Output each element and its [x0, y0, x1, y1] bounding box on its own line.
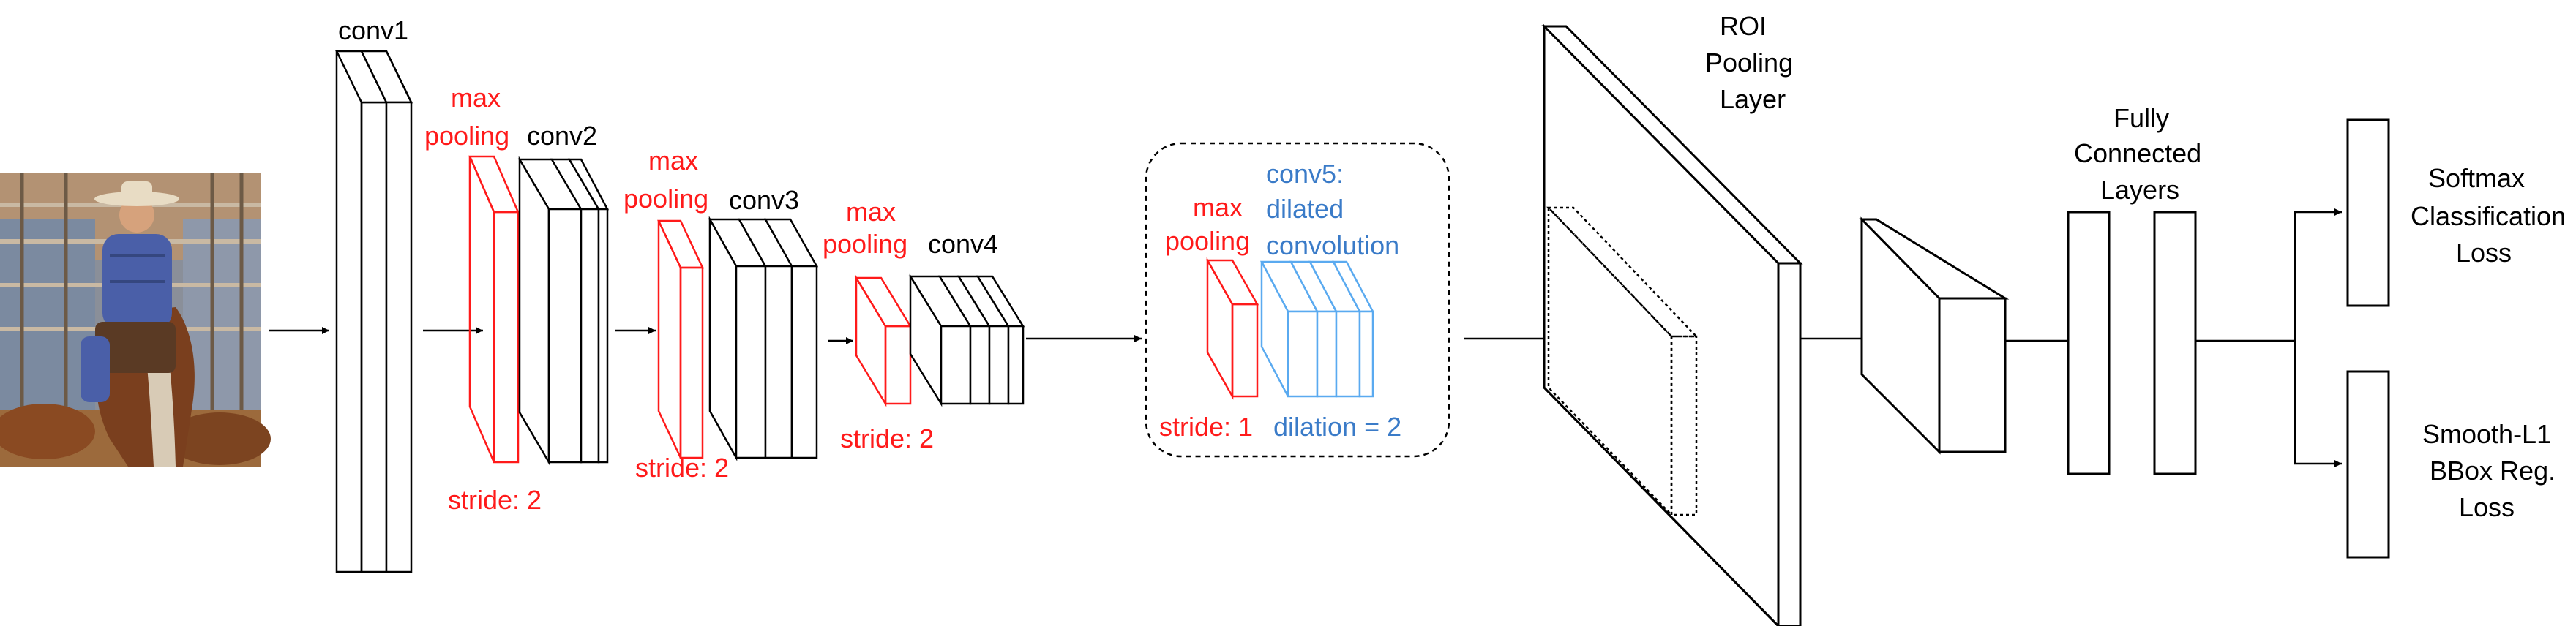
fc-layer-2: [2153, 211, 2197, 475]
pool3-label-line2: pooling: [823, 229, 907, 259]
pool3-stride-label: stride: 2: [840, 423, 934, 453]
input-photo: [0, 173, 271, 467]
fully-connected-layers: [2067, 211, 2197, 475]
softmax-label-line3: Loss: [2456, 238, 2512, 268]
fc-label-line1: Fully: [2113, 103, 2169, 133]
conv5-dashed-frame: [1145, 142, 1450, 458]
pool4-block: [1205, 257, 1259, 400]
pool4-label-line1: max: [1193, 192, 1243, 222]
pool3-label-line1: max: [846, 197, 896, 227]
bbox-label-line3: Loss: [2459, 492, 2515, 522]
conv2-block: [517, 156, 610, 466]
roi-label-line1: ROI: [1720, 11, 1767, 41]
softmax-classification-head: [2346, 118, 2390, 307]
bbox-label-line1: Smooth-L1: [2422, 419, 2551, 449]
pool2-label-line1: max: [648, 146, 698, 176]
pool1-stride-label: stride: 2: [448, 485, 542, 515]
softmax-label-line1: Softmax: [2428, 163, 2525, 193]
conv5-label-line1: conv5:: [1266, 159, 1344, 189]
roi-label-line2: Pooling: [1705, 48, 1793, 78]
conv4-label: conv4: [928, 229, 998, 259]
pool2-block: [657, 219, 704, 459]
pool4-stride-label: stride: 1: [1159, 412, 1253, 442]
conv5-dilated-block: [1259, 260, 1375, 398]
roi-region: [1546, 205, 1699, 518]
pool1-label-line1: max: [451, 83, 501, 113]
softmax-label-line2: Classification: [2411, 201, 2566, 231]
conv3-block: [708, 216, 819, 461]
pool1-block: [468, 155, 520, 464]
fc-label-line3: Layers: [2100, 175, 2179, 205]
conv2-label: conv2: [527, 121, 597, 151]
conv4-block: [908, 273, 1025, 407]
conv1-label: conv1: [338, 15, 408, 45]
fc-layer-1: [2067, 211, 2111, 475]
pool3-block: [854, 274, 913, 407]
pool4-label-line2: pooling: [1165, 226, 1250, 256]
pool2-label-line2: pooling: [624, 184, 708, 214]
fc-label-line2: Connected: [2074, 138, 2201, 168]
pool2-stride-label: stride: 2: [635, 453, 729, 483]
roi-label-line3: Layer: [1720, 84, 1786, 114]
conv5-label-line2: dilated: [1266, 194, 1344, 224]
conv5-label-line3: convolution: [1266, 230, 1399, 260]
pooled-feature-cube: [1859, 216, 2010, 455]
pool1-label-line2: pooling: [424, 121, 509, 151]
roi-pooling-layer: [1541, 23, 1803, 626]
bbox-label-line2: BBox Reg.: [2430, 456, 2556, 486]
bbox-regression-head: [2346, 370, 2390, 559]
dilation-label: dilation = 2: [1273, 412, 1401, 442]
conv1-block: [335, 50, 413, 573]
conv3-label: conv3: [729, 185, 799, 215]
